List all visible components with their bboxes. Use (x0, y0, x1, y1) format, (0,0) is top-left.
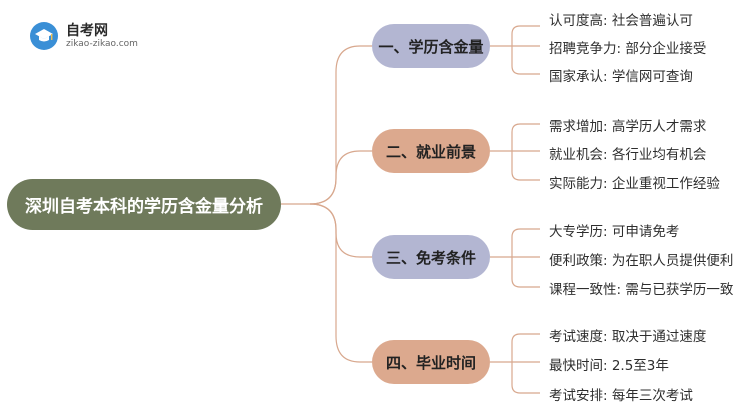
leaf-1-3: 国家承认: 学信网可查询 (549, 69, 693, 85)
root-node: 深圳自考本科的学历含金量分析 (7, 179, 281, 230)
graduation-cap-icon (30, 22, 58, 50)
connector-b1-leaves (490, 25, 540, 75)
site-logo[interactable]: 自考网 zikao-zikao.com (30, 18, 140, 54)
connector-root-b4 (309, 203, 372, 363)
leaf-3-3: 课程一致性: 需与已获学历一致 (549, 282, 734, 298)
leaf-4-3: 考试安排: 每年三次考试 (549, 388, 693, 404)
branch-node-4: 四、毕业时间 (372, 340, 490, 384)
leaf-2-2: 就业机会: 各行业均有机会 (549, 147, 707, 163)
connector-b2-leaves (490, 123, 540, 181)
leaf-4-1: 考试速度: 取决于通过速度 (549, 329, 707, 345)
connector-root-b3 (309, 203, 372, 258)
branch-node-3: 三、免考条件 (372, 235, 490, 279)
branch-node-2: 二、就业前景 (372, 129, 490, 173)
connector-b3-leaves (490, 228, 540, 288)
connector-root-b1 (281, 45, 372, 205)
connector-b4-leaves (490, 333, 540, 394)
leaf-2-1: 需求增加: 高学历人才需求 (549, 119, 707, 135)
logo-title: 自考网 (66, 23, 108, 39)
connector-root-b2 (309, 150, 372, 205)
branch-node-1: 一、学历含金量 (372, 24, 490, 68)
leaf-1-2: 招聘竞争力: 部分企业接受 (549, 41, 707, 57)
logo-url: zikao-zikao.com (66, 39, 138, 49)
leaf-2-3: 实际能力: 企业重视工作经验 (549, 176, 720, 192)
leaf-4-2: 最快时间: 2.5至3年 (549, 358, 669, 374)
leaf-3-2: 便利政策: 为在职人员提供便利 (549, 253, 734, 269)
leaf-3-1: 大专学历: 可申请免考 (549, 224, 680, 240)
leaf-1-1: 认可度高: 社会普遍认可 (549, 13, 693, 29)
